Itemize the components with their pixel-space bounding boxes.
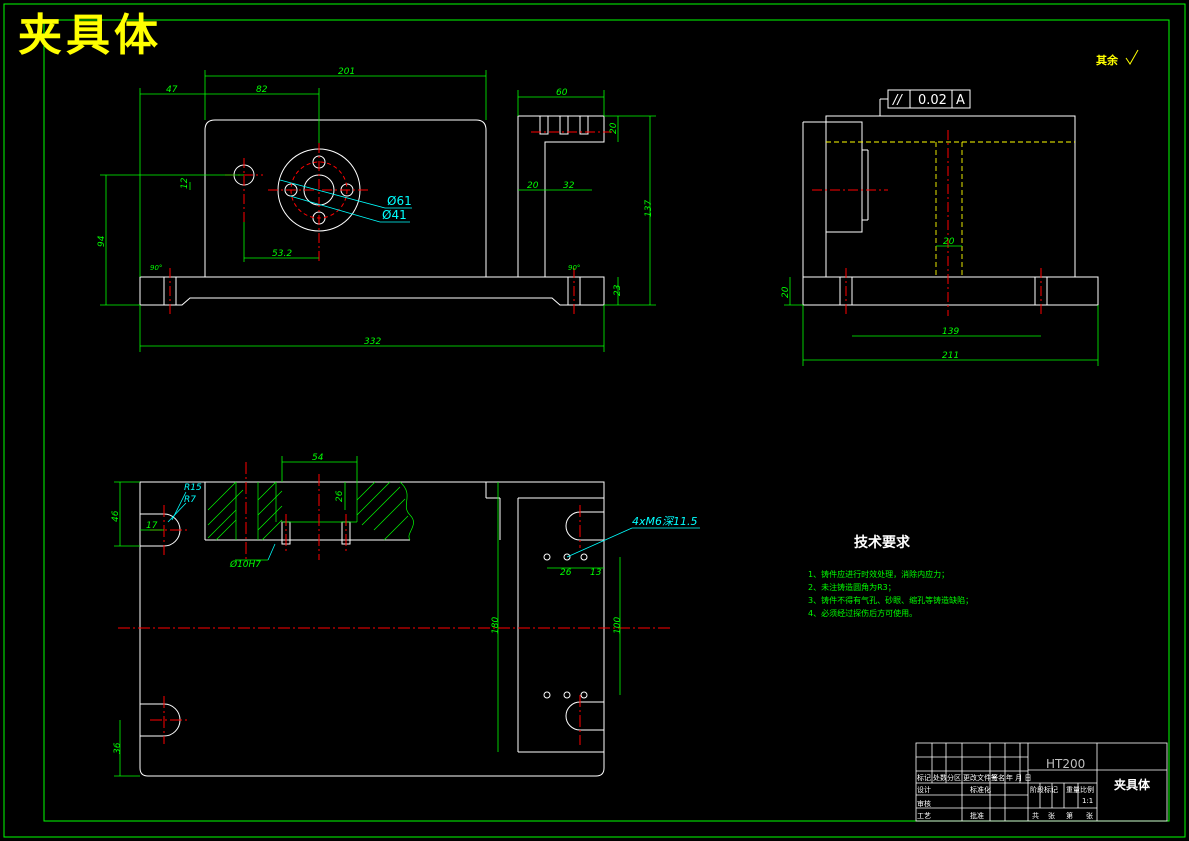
- title-block-label: 处数: [933, 774, 947, 782]
- dim-side-20: 20: [781, 286, 791, 298]
- dim-4xm6: 4xM6深11.5: [632, 515, 698, 528]
- dim-r15: R15: [184, 483, 202, 493]
- dim-36: 36: [113, 742, 123, 754]
- dim-137: 137: [644, 200, 654, 217]
- front-view-dimensions: [100, 70, 656, 352]
- side-view-centerlines: [812, 130, 1042, 316]
- dim-r7: R7: [184, 495, 196, 505]
- dim-47: 47: [166, 85, 178, 95]
- top-view-leaders: [167, 491, 700, 561]
- tolerance-value: 0.02: [918, 93, 947, 108]
- front-view-dim-text: 47 82 201 60 20 20 32 137 94 12 53.2 Ø61…: [97, 67, 654, 347]
- dim-211: 211: [942, 351, 959, 361]
- side-view-dimensions: [784, 245, 1099, 366]
- front-view-hidden-circle: [290, 161, 348, 219]
- dim-17: 17: [146, 521, 158, 531]
- top-view-centerlines: [118, 462, 670, 745]
- top-view-dimensions: [114, 456, 621, 777]
- tech-requirement-item: 2、未注铸造圆角为R3；: [808, 583, 896, 592]
- tolerance-frame-text: // 0.02 A: [892, 93, 965, 108]
- front-view-centerlines: [169, 131, 612, 315]
- dim-201: 201: [338, 67, 355, 77]
- dim-side-20-mid: 20: [943, 237, 955, 247]
- title-block-label: 共: [1032, 812, 1039, 820]
- roughness-check-icon: [1125, 49, 1139, 65]
- dim-23: 23: [613, 284, 623, 296]
- title-block-label: 年 月 日: [1006, 774, 1032, 782]
- dim-60: 60: [556, 88, 568, 98]
- top-view-hatch: [207, 481, 414, 541]
- title-block-label: 张: [1048, 812, 1055, 820]
- tolerance-datum: A: [956, 93, 965, 108]
- title-block-label: 比例: [1080, 786, 1094, 794]
- dim-20-mid: 20: [527, 181, 539, 191]
- title-block-label: 批准: [970, 812, 984, 820]
- dim-46: 46: [111, 510, 121, 522]
- dim-180: 180: [491, 617, 501, 634]
- title-block-label: 第: [1066, 812, 1073, 820]
- dim-26-right: 26: [560, 568, 572, 578]
- dim-90-right: 90°: [568, 264, 580, 272]
- title-block-label: 工艺: [917, 812, 931, 820]
- tolerance-symbol: //: [892, 93, 903, 108]
- tech-requirement-item: 1、铸件应进行时效处理，消除内应力；: [808, 570, 950, 579]
- title-block-label: 更改文件号: [963, 774, 998, 782]
- dim-20-top: 20: [609, 122, 619, 134]
- dim-100: 100: [613, 617, 623, 634]
- front-view: [139, 115, 605, 306]
- tech-requirement-item: 4、必须经过探伤后方可使用。: [808, 609, 918, 618]
- dim-32: 32: [563, 181, 575, 191]
- dim-26-top: 26: [335, 490, 345, 502]
- outer-border: [3, 3, 1186, 838]
- dim-d10h7: Ø10H7: [229, 559, 261, 570]
- dim-d41: Ø41: [382, 208, 407, 222]
- dim-139: 139: [942, 327, 959, 337]
- title-block: [915, 742, 1168, 822]
- drawing-title: 夹具体: [18, 10, 162, 61]
- dim-54: 54: [312, 453, 324, 463]
- inner-border: [43, 19, 1170, 822]
- tech-requirements: 技术要求 1、铸件应进行时效处理，消除内应力； 2、未注铸造圆角为R3； 3、铸…: [808, 532, 973, 620]
- dim-13: 13: [590, 568, 602, 578]
- title-block-label: 重量: [1066, 786, 1080, 794]
- top-view: [139, 481, 605, 777]
- title-block-label: 标准化: [970, 786, 991, 794]
- side-view-hidden: [826, 141, 1075, 277]
- dim-94: 94: [97, 235, 107, 247]
- title-block-label: 签名: [991, 774, 1005, 782]
- title-block-label: 审核: [917, 800, 931, 808]
- dim-d61: Ø61: [387, 194, 412, 208]
- title-block-label: 标记: [917, 774, 931, 782]
- tech-requirement-item: 3、铸件不得有气孔、砂眼、缩孔等铸造缺陷；: [808, 596, 974, 605]
- dim-90-left: 90°: [150, 264, 162, 272]
- title-block-label: 张: [1086, 812, 1093, 820]
- top-view-dim-text: 54 46 26 R15 R7 17 4xM6深11.5 Ø10H7 26 13…: [111, 453, 698, 754]
- dim-82: 82: [256, 85, 268, 95]
- dim-12: 12: [180, 177, 190, 189]
- front-view-leaders: [279, 179, 412, 223]
- title-block-label: 分区: [947, 774, 961, 782]
- side-view: [802, 89, 1099, 306]
- title-block-label: 设计: [917, 786, 931, 794]
- dim-332: 332: [364, 337, 381, 347]
- side-view-dim-text: 20 20 139 211: [781, 237, 959, 361]
- dim-53-2: 53.2: [272, 249, 292, 259]
- title-block-label: 阶段标记: [1030, 786, 1058, 794]
- tech-requirements-title: 技术要求: [854, 535, 910, 551]
- title-block-part-name: 夹具体: [1114, 778, 1151, 792]
- title-block-material: HT200: [1046, 757, 1086, 771]
- title-block-scale: 1:1: [1082, 797, 1094, 805]
- surface-finish-label: 其余: [1096, 54, 1118, 67]
